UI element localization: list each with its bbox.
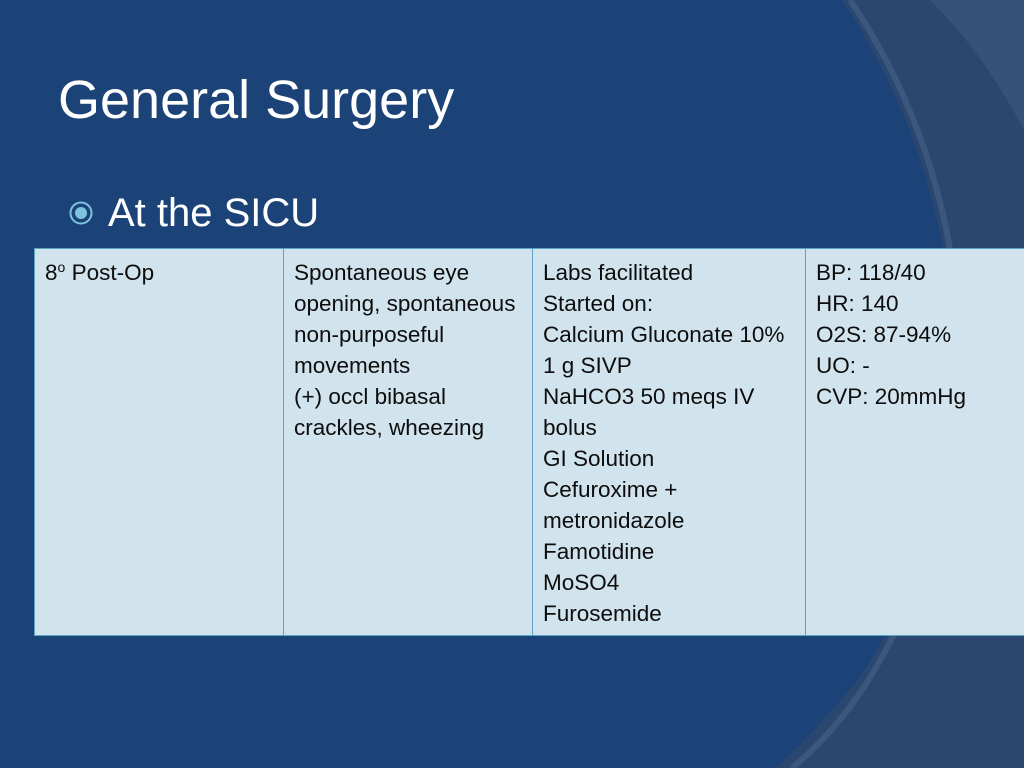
bullet-text: At the SICU (108, 191, 320, 235)
vitals-cell: BP: 118/40 HR: 140 O2S: 87-94% UO: - CVP… (805, 248, 1024, 636)
time-cell: 8o Post-Op (34, 248, 284, 636)
findings-cell: Spontaneous eye opening, spontaneous non… (283, 248, 533, 636)
time-number: 8 (45, 260, 58, 285)
management-cell: Labs facilitated Started on: Calcium Glu… (532, 248, 806, 636)
table-row: 8o Post-Op Spontaneous eye opening, spon… (34, 248, 1024, 636)
slide-title: General Surgery (58, 70, 455, 130)
circled-dot-bullet-icon (69, 201, 93, 225)
bullet-item: At the SICU (68, 190, 319, 236)
time-suffix: Post-Op (65, 260, 155, 285)
time-superscript: o (57, 259, 66, 275)
sicu-table: 8o Post-Op Spontaneous eye opening, spon… (34, 248, 1024, 636)
